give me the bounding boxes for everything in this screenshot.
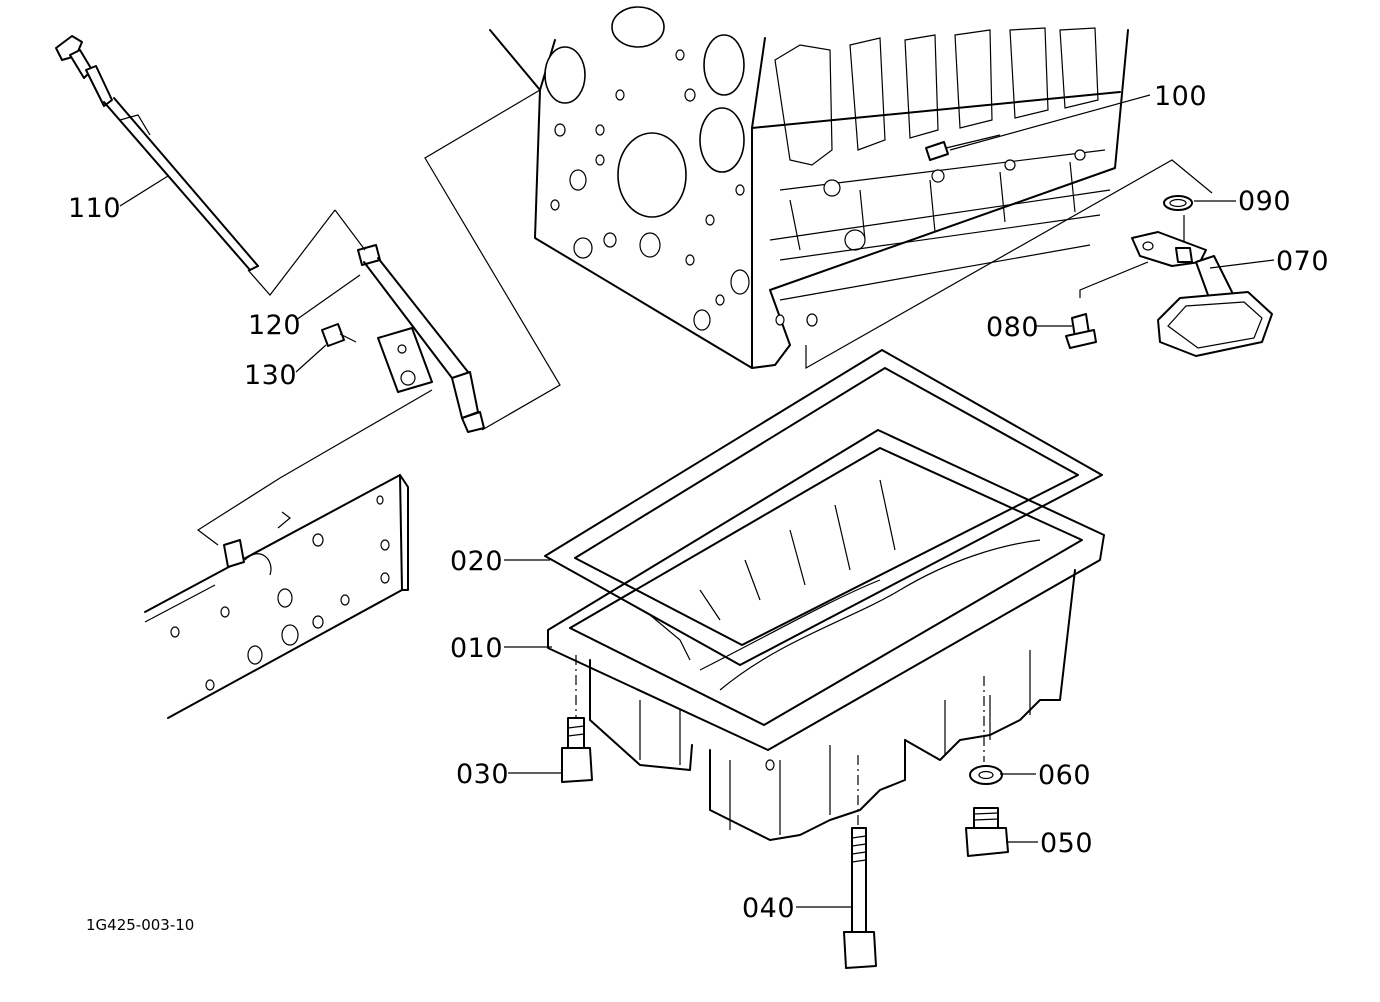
figure-id: 1G425-003-10 [86,916,194,934]
drain-plug-050 [965,807,1009,857]
oil-strainer [1131,231,1273,357]
callout-120: 120 [248,310,301,341]
callout-010: 010 [450,633,503,664]
oil-pan-gasket [544,349,1103,666]
oil-gauge-guide [357,244,485,433]
callout-110: 110 [68,193,121,224]
bolt-040 [843,827,877,969]
callout-020: 020 [450,546,503,577]
callout-labels: 100 110 090 070 120 080 130 020 010 030 … [68,81,1329,924]
engine-block [489,6,1129,369]
washer-060 [969,765,1003,785]
callout-060: 060 [1038,760,1091,791]
bolt-080 [1065,313,1097,349]
callout-070: 070 [1276,246,1329,277]
callout-100: 100 [1154,81,1207,112]
callout-040: 040 [742,893,795,924]
callout-050: 050 [1040,828,1093,859]
callout-090: 090 [1238,186,1291,217]
callout-030: 030 [456,759,509,790]
gauge-bracket [377,327,433,393]
stud-bolt-030 [561,717,593,783]
plug-100 [925,134,1001,161]
callout-130: 130 [244,360,297,391]
oil-level-gauge [55,35,259,271]
crankcase-side-panel [144,474,409,719]
oil-pan [547,429,1105,841]
assembly-lines [196,89,1213,825]
callout-080: 080 [986,312,1039,343]
o-ring-090 [1163,195,1193,211]
leader-lines [119,94,1275,908]
bolt-130 [321,323,357,347]
